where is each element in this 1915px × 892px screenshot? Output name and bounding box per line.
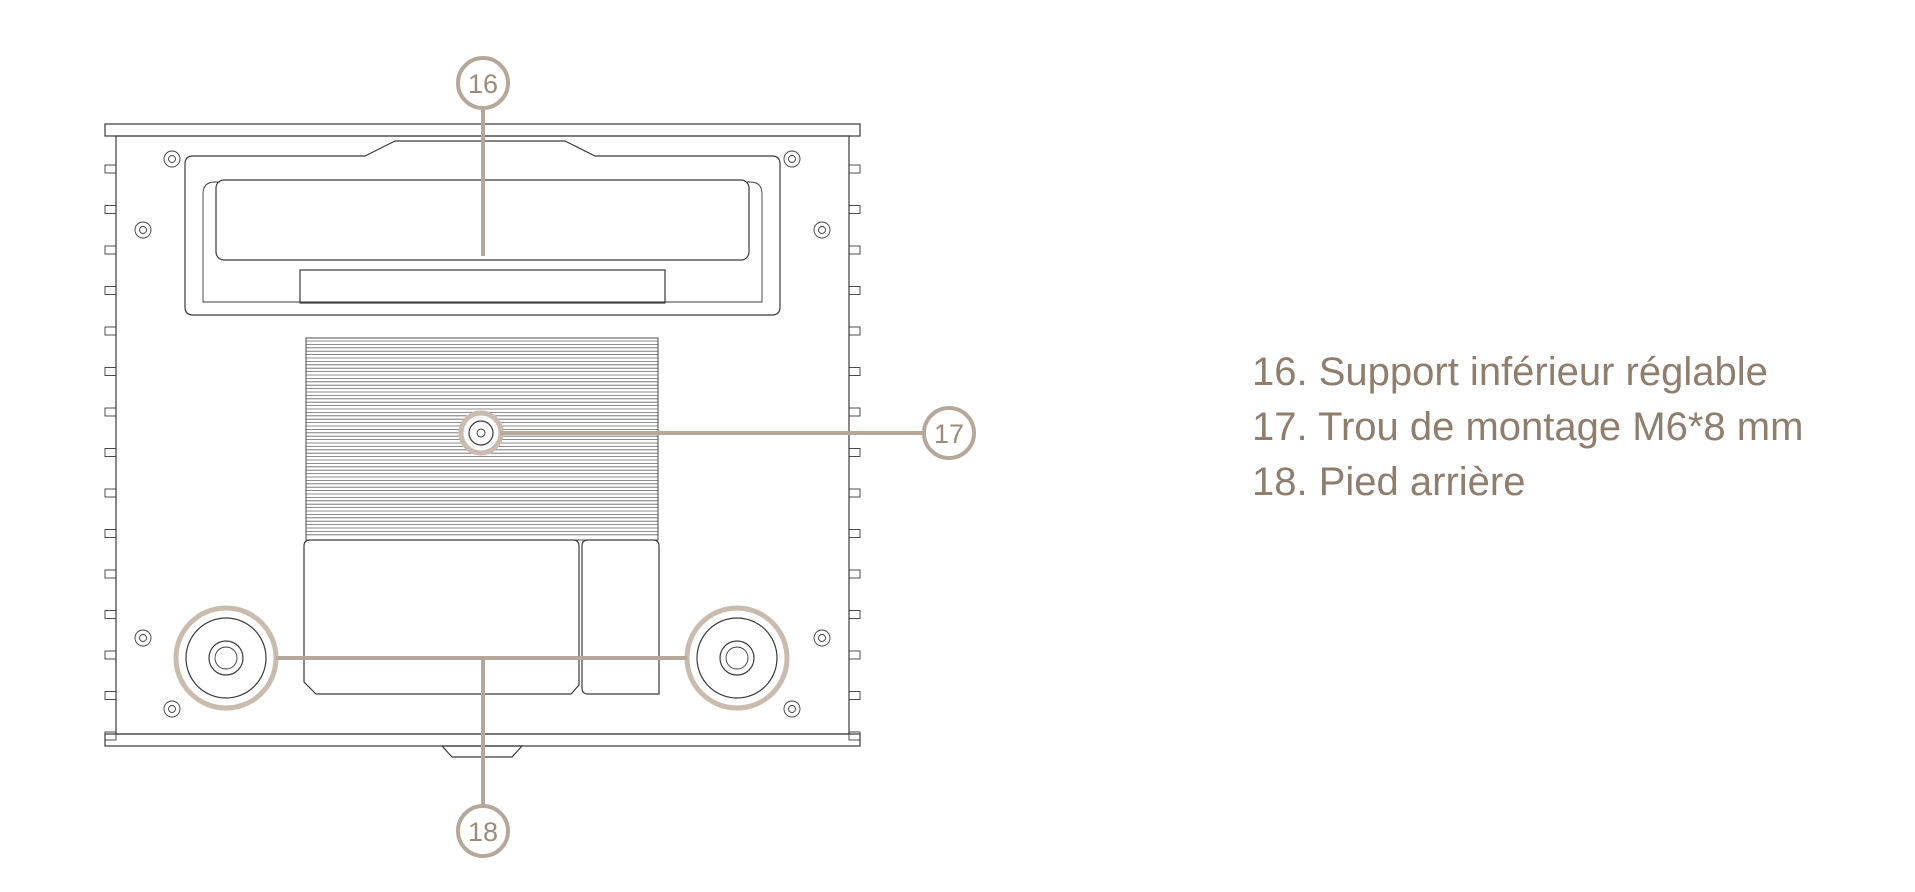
- side-vent-right: [848, 245, 861, 255]
- side-vent-right: [848, 326, 861, 336]
- side-vents: [104, 164, 861, 741]
- callout-16-label: 16: [468, 69, 498, 99]
- side-vent-left: [104, 529, 117, 538]
- legend-item-17: 17. Trou de montage M6*8 mm: [1252, 405, 1804, 449]
- callout-17: 17: [922, 406, 976, 460]
- callout-18-label: 18: [468, 817, 498, 847]
- side-vent-right: [848, 650, 861, 660]
- side-vent-right: [848, 731, 861, 741]
- bottom-panel-right: [581, 539, 660, 695]
- side-vent-left: [104, 731, 117, 741]
- side-vent-left: [104, 650, 117, 660]
- side-vent-right: [848, 529, 861, 538]
- side-vent-left: [104, 164, 117, 174]
- side-vent-left: [104, 569, 117, 579]
- side-vent-left: [104, 488, 117, 498]
- screw: [783, 150, 801, 168]
- side-vent-right: [848, 367, 861, 376]
- bottom-connector: [440, 745, 524, 758]
- callout-16: 16: [456, 56, 510, 110]
- legend: 16. Support inférieur réglable 17. Trou …: [1252, 345, 1803, 510]
- screw: [813, 629, 831, 647]
- side-vent-left: [104, 326, 117, 336]
- callout-18: 18: [456, 804, 510, 858]
- mounting-hole: [458, 410, 504, 456]
- screw: [134, 221, 152, 239]
- side-vent-left: [104, 407, 117, 417]
- side-vent-right: [848, 205, 861, 214]
- side-vent-left: [104, 205, 117, 214]
- side-vent-right: [848, 407, 861, 417]
- side-vent-right: [848, 448, 861, 457]
- screws: [134, 150, 831, 718]
- side-vent-right: [848, 488, 861, 498]
- side-vent-right: [848, 286, 861, 295]
- callout-17-label: 17: [934, 419, 964, 449]
- side-vent-right: [848, 610, 861, 619]
- screw: [783, 700, 801, 718]
- side-vent-left: [104, 286, 117, 295]
- screw: [134, 629, 152, 647]
- side-vent-left: [104, 448, 117, 457]
- side-vent-left: [104, 610, 117, 619]
- rear-foot-right: [684, 605, 790, 711]
- side-vent-left: [104, 367, 117, 376]
- side-vent-left: [104, 691, 117, 700]
- side-vent-left: [104, 245, 117, 255]
- heatsink-fins: [306, 340, 658, 536]
- screw: [813, 221, 831, 239]
- screw: [163, 700, 181, 718]
- legend-item-18: 18. Pied arrière: [1252, 460, 1526, 504]
- side-vent-right: [848, 164, 861, 174]
- bottom-panel-left: [303, 539, 580, 695]
- legend-item-16: 16. Support inférieur réglable: [1252, 350, 1768, 394]
- side-vent-right: [848, 569, 861, 579]
- screw: [163, 150, 181, 168]
- rear-foot-left: [173, 605, 279, 711]
- side-vent-right: [848, 691, 861, 700]
